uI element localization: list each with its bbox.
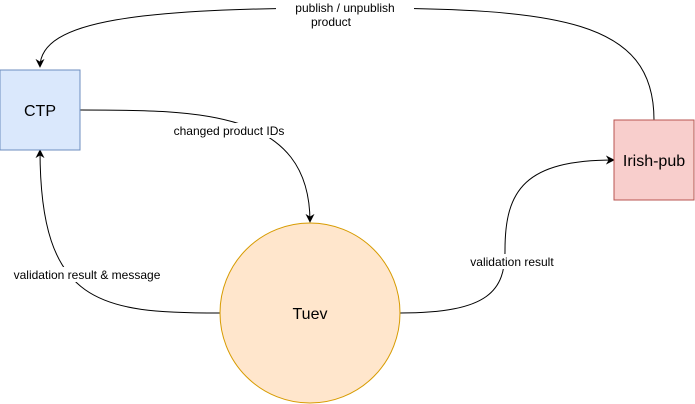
edge-label-changed-ids: changed product IDs [166, 123, 292, 138]
edge-label-validation-result: validation result [463, 254, 561, 269]
node-tuev[interactable]: Tuev [219, 222, 401, 404]
tuev-circle [219, 222, 401, 404]
validation-result-label: validation result [470, 255, 554, 269]
node-ctp[interactable]: CTP [0, 69, 81, 151]
edge-label-validation-message: validation result & message [4, 267, 170, 282]
tuev-label: Tuev [293, 306, 328, 323]
irish-pub-label: Irish-pub [623, 153, 685, 170]
ctp-label: CTP [24, 103, 56, 120]
changed-ids-label: changed product IDs [174, 124, 285, 138]
irish-pub-box [613, 119, 695, 201]
edge-label-publish: publish / unpublish product [276, 1, 414, 29]
publish-label-line1: publish / unpublish [295, 1, 394, 15]
ctp-box [0, 69, 81, 151]
edge-validation-message [35, 149, 221, 314]
publish-label-line2: product [311, 15, 352, 29]
validation-message-label: validation result & message [14, 268, 161, 282]
node-irish-pub[interactable]: Irish-pub [613, 119, 695, 201]
edge-validation-result [399, 155, 615, 314]
